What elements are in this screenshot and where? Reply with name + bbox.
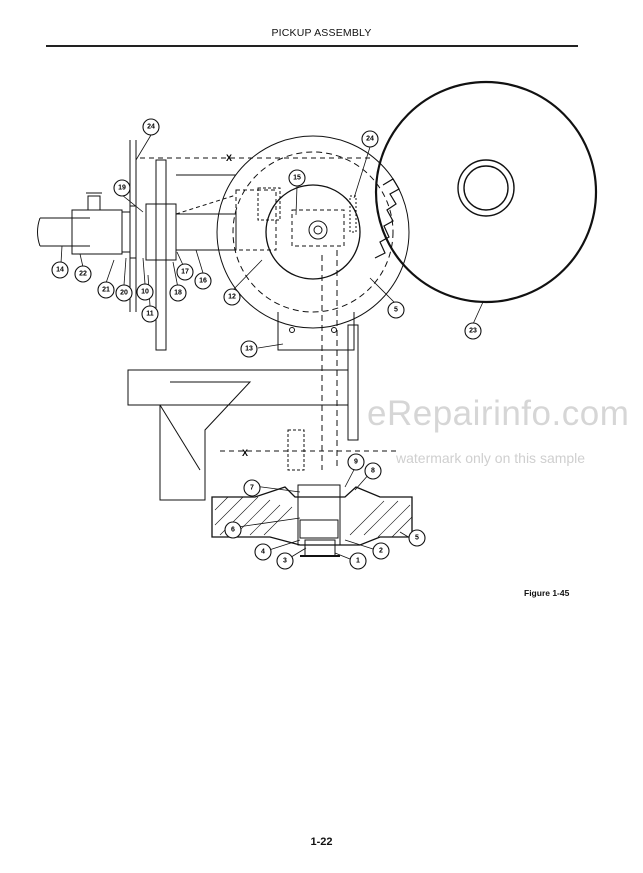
callout-19: 19 xyxy=(113,179,131,197)
callout-14: 14 xyxy=(51,261,69,279)
callout-9: 9 xyxy=(347,453,365,471)
svg-text:14: 14 xyxy=(56,267,64,274)
callout-7: 7 xyxy=(243,479,261,497)
svg-text:18: 18 xyxy=(174,290,182,297)
svg-text:21: 21 xyxy=(102,287,110,294)
callout-10: 10 xyxy=(136,283,154,301)
svg-text:8: 8 xyxy=(371,468,375,475)
section-marker-bottom: X xyxy=(242,448,248,458)
svg-text:7: 7 xyxy=(250,485,254,492)
large-wheel xyxy=(374,80,598,304)
callout-4: 4 xyxy=(254,543,272,561)
svg-text:16: 16 xyxy=(199,278,207,285)
section-marker-top: X xyxy=(226,153,232,163)
callout-15: 15 xyxy=(288,169,306,187)
svg-text:9: 9 xyxy=(354,459,358,466)
watermark-main: eRepairinfo.com xyxy=(367,394,630,433)
svg-text:22: 22 xyxy=(79,271,87,278)
svg-text:17: 17 xyxy=(181,269,189,276)
callout-24-top: 24 xyxy=(142,118,160,136)
callout-22: 22 xyxy=(74,265,92,283)
callout-18: 18 xyxy=(169,284,187,302)
callout-21: 21 xyxy=(97,281,115,299)
svg-text:12: 12 xyxy=(228,294,236,301)
page-title: PICKUP ASSEMBLY xyxy=(271,27,372,39)
watermark-sub: watermark only on this sample xyxy=(396,450,586,466)
svg-text:20: 20 xyxy=(120,290,128,297)
svg-text:19: 19 xyxy=(118,185,126,192)
callout-17: 17 xyxy=(176,263,194,281)
svg-text:1: 1 xyxy=(356,558,360,565)
callout-23: 23 xyxy=(464,322,482,340)
callout-11: 11 xyxy=(141,305,159,323)
svg-text:5: 5 xyxy=(415,535,419,542)
page-number: 1-22 xyxy=(310,836,333,848)
svg-text:6: 6 xyxy=(231,527,235,534)
svg-text:15: 15 xyxy=(293,175,301,182)
svg-text:24: 24 xyxy=(147,124,155,131)
svg-text:24: 24 xyxy=(366,136,374,143)
figure-caption: Figure 1-45 xyxy=(524,588,570,598)
svg-text:11: 11 xyxy=(146,311,154,318)
callout-3: 3 xyxy=(276,552,294,570)
callout-12: 12 xyxy=(223,288,241,306)
gear-wheel xyxy=(216,135,410,329)
svg-text:13: 13 xyxy=(245,346,253,353)
callout-2: 2 xyxy=(372,542,390,560)
callout-13: 13 xyxy=(240,340,258,358)
callout-5-gear: 5 xyxy=(387,301,405,319)
svg-text:23: 23 xyxy=(469,328,477,335)
callout-8: 8 xyxy=(364,462,382,480)
callout-6: 6 xyxy=(224,521,242,539)
callout-1: 1 xyxy=(349,552,367,570)
svg-text:3: 3 xyxy=(283,558,287,565)
svg-text:10: 10 xyxy=(141,289,149,296)
callout-5-pulley: 5 xyxy=(408,529,426,547)
svg-text:4: 4 xyxy=(261,549,265,556)
svg-text:2: 2 xyxy=(379,548,383,555)
callout-16: 16 xyxy=(194,272,212,290)
callout-24-gear: 24 xyxy=(361,130,379,148)
svg-text:5: 5 xyxy=(394,307,398,314)
callout-20: 20 xyxy=(115,284,133,302)
header-rule xyxy=(46,45,578,47)
